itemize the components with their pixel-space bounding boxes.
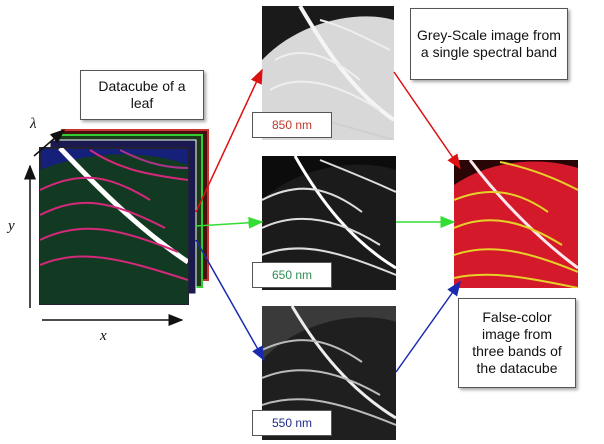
band-label-550: 550 nm — [252, 410, 332, 436]
arrow-550-to-falsecolor — [395, 280, 461, 373]
lambda-axis-arrow — [33, 129, 66, 157]
arrow-to-850 — [195, 68, 263, 213]
datacube — [39, 129, 209, 305]
band-850-text: 850 nm — [271, 118, 313, 132]
band-label-650: 650 nm — [252, 262, 332, 288]
band-650-text: 650 nm — [271, 268, 313, 282]
band-550-text: 550 nm — [271, 416, 313, 430]
datacube-label-box: Datacube of a leaf — [80, 70, 204, 120]
falsecolor-label: False-color image from three bands of th… — [472, 309, 562, 376]
x-axis-label: x — [100, 328, 107, 344]
arrow-to-550 — [195, 239, 265, 362]
greyscale-label: Grey-Scale image from a single spectral … — [417, 27, 561, 60]
greyscale-label-box: Grey-Scale image from a single spectral … — [410, 8, 568, 80]
arrow-to-650 — [195, 216, 264, 229]
datacube-label: Datacube of a leaf — [98, 78, 186, 111]
falsecolor-label-box: False-color image from three bands of th… — [458, 298, 576, 388]
band-label-850: 850 nm — [252, 112, 332, 138]
y-axis-label: y — [8, 218, 15, 234]
lambda-axis-label: λ — [30, 116, 37, 132]
arrow-850-to-falsecolor — [393, 71, 461, 170]
false-color-image — [454, 160, 578, 288]
datacube-leaf-image — [40, 148, 188, 304]
